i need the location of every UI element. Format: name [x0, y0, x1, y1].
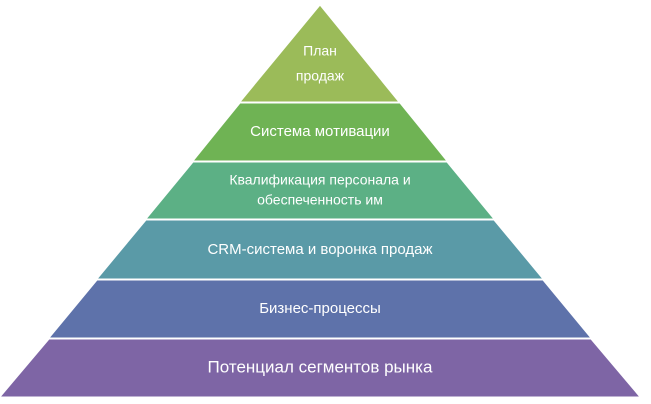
tier-3-shape [144, 161, 496, 220]
tier-5-label: Бизнес-процессы [259, 300, 381, 317]
tier-1-label-line-2: продаж [296, 68, 345, 84]
tier-1-shape [238, 4, 401, 103]
tier-6-shape [0, 338, 642, 398]
tier-5-shape [47, 279, 593, 339]
tier-6-label: Потенциал сегментов рынка [208, 357, 433, 376]
tier-1-label-line-1: План [303, 43, 337, 59]
tier-4-label: CRM-система и воронка продаж [207, 241, 432, 258]
pyramid-tier-5: Бизнес-процессы [47, 279, 593, 339]
pyramid-tier-1: План продаж [238, 4, 401, 103]
tier-4-shape [95, 219, 545, 280]
tier-3-label-line-2: обеспеченность им [257, 192, 383, 208]
tier-2-label: Система мотивации [250, 123, 390, 140]
tier-2-shape [191, 102, 449, 162]
pyramid-tier-4: CRM-система и воронка продаж [95, 219, 545, 280]
tier-3-label-line-1: Квалификация персонала и [229, 172, 410, 188]
pyramid-tier-2: Система мотивации [191, 102, 449, 162]
pyramid-tier-3: Квалификация персонала и обеспеченность … [144, 161, 496, 220]
pyramid-tier-6: Потенциал сегментов рынка [0, 338, 642, 398]
